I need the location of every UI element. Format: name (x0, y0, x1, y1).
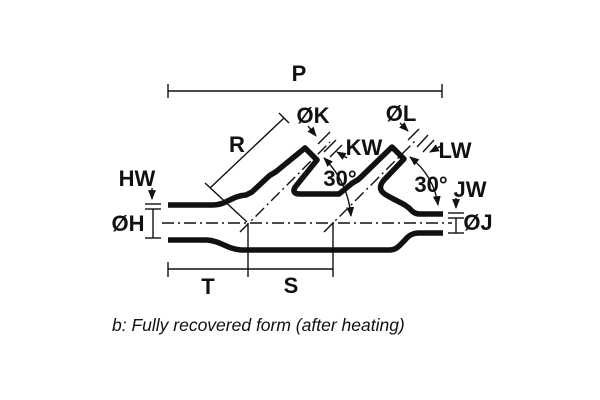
outline-top-profile (168, 144, 443, 217)
dimension-p: P (167, 61, 443, 98)
branch2-angle-arc (409, 156, 441, 206)
outline-bottom-profile (168, 230, 443, 253)
diameter-k-arrow (307, 125, 317, 137)
label-jw: JW (454, 177, 487, 202)
label-hw: HW (119, 166, 156, 191)
dimension-r: R (204, 112, 290, 223)
dimension-inlet: HW ØH (112, 166, 161, 239)
lw-slash-outer (416, 134, 429, 148)
diameter-l-arrow (398, 121, 409, 132)
lw-arrow (429, 144, 442, 153)
label-diameter-h: ØH (112, 211, 145, 236)
kw-arrow (336, 151, 348, 160)
label-p: P (292, 61, 307, 86)
label-s: S (284, 273, 299, 298)
label-diameter-k: ØK (297, 103, 330, 128)
label-kw: KW (346, 135, 383, 160)
lw-slash-inner (422, 139, 435, 153)
label-r: R (229, 132, 245, 157)
figure-caption: b: Fully recovered form (after heating) (112, 315, 405, 335)
r-dimension-line (209, 117, 285, 189)
label-angle2: 30° (414, 172, 447, 197)
branch1-angle-arc (323, 157, 355, 217)
label-diameter-j: ØJ (463, 210, 492, 235)
kw-slash-outer (323, 139, 337, 153)
boot-outline (168, 144, 443, 253)
label-angle1: 30° (323, 166, 356, 191)
r-extension-to-crotch (204, 182, 248, 223)
label-lw: LW (439, 138, 472, 163)
label-t: T (201, 274, 215, 299)
r-top-tick (278, 112, 290, 124)
centerlines (162, 139, 452, 233)
kw-slash-inner (329, 144, 343, 158)
dimension-outlet: JW ØJ (448, 177, 493, 235)
dimension-branch2: ØL LW 30° (386, 101, 472, 206)
diameter-k-slash (317, 131, 331, 145)
diameter-l-slash (407, 128, 420, 141)
dimension-branch1: ØK KW 30° (297, 103, 383, 217)
label-diameter-l: ØL (386, 101, 417, 126)
dimension-t-s: T S (167, 223, 334, 299)
